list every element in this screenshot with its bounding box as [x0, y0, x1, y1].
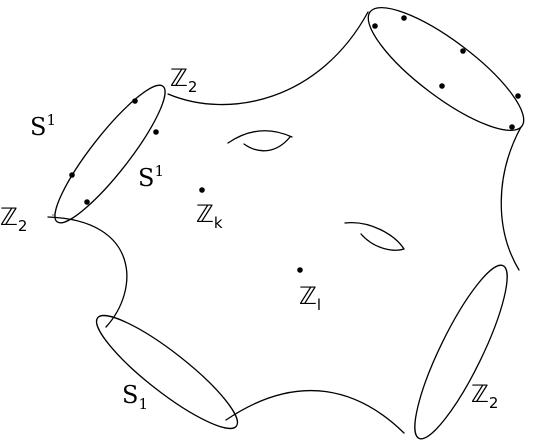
orbifold-point-k: [199, 187, 205, 193]
label-z2-bottom-right: ℤ2: [471, 380, 498, 412]
marked-point: [132, 98, 138, 104]
label-zk: ℤk: [196, 200, 223, 232]
marked-point: [69, 172, 75, 178]
boundary-circle-top-right: [367, 6, 525, 132]
label-s1-upper: S1: [30, 111, 56, 141]
marked-point: [401, 15, 407, 21]
marked-point: [84, 199, 90, 205]
label-s1-bottom: S1: [122, 381, 148, 413]
label-zl: ℤl: [299, 282, 321, 314]
label-z2-top: ℤ2: [170, 64, 197, 96]
boundary-circle-bottom-right: [414, 264, 508, 440]
marked-point: [460, 48, 466, 54]
marked-point: [515, 93, 521, 99]
boundary-circle-bottom-left: [95, 314, 239, 430]
handle-lower: [344, 221, 405, 251]
boundary-circle-top-left: [54, 84, 166, 224]
orbifold-point-l: [297, 267, 303, 273]
handle-upper: [227, 130, 293, 152]
surface-outline: [47, 11, 522, 434]
label-z2-left: ℤ2: [0, 203, 27, 235]
marked-point: [509, 124, 515, 130]
marked-point: [372, 23, 378, 29]
marked-point: [439, 83, 445, 89]
marked-point: [153, 129, 159, 135]
label-s1-lower: S1: [138, 162, 164, 192]
